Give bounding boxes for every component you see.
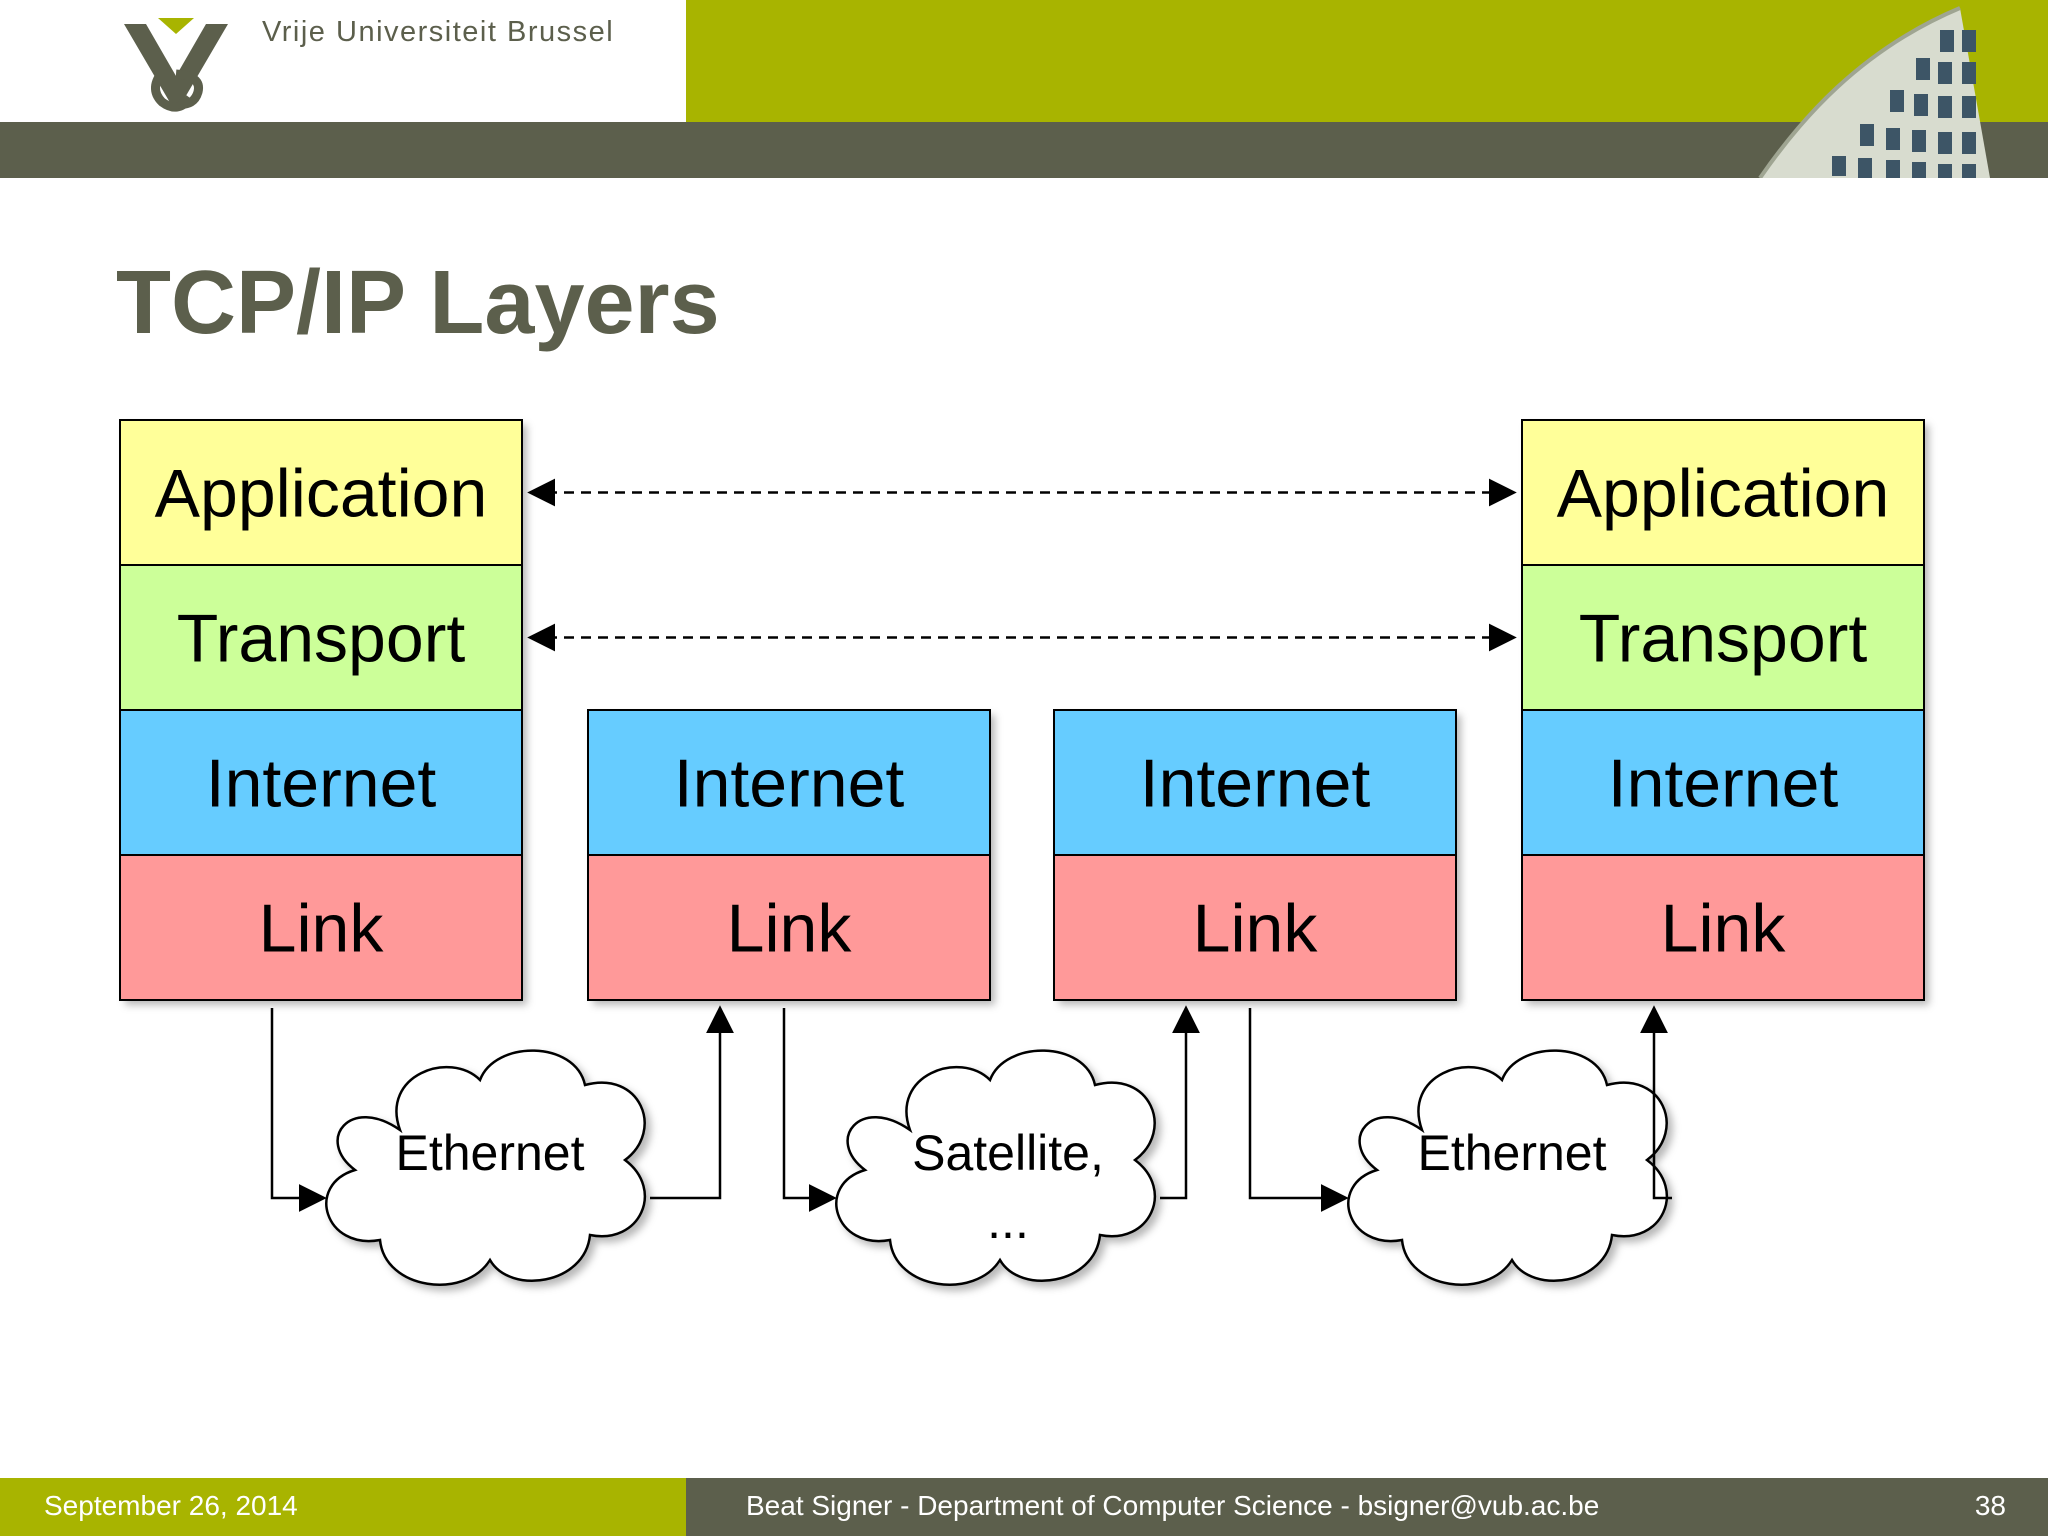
layer-label-link: Link: [259, 891, 385, 967]
layer-label-application: Application: [1557, 456, 1890, 532]
link-arrow-to-cloud: [270, 1008, 327, 1212]
layer-box-link: [1053, 854, 1457, 1001]
footer-dark-bar: [686, 1478, 2048, 1536]
link-arrow-from-cloud: [650, 1005, 734, 1200]
cloud-label: Ethernet: [395, 1125, 584, 1181]
layer-box-internet: [1521, 709, 1925, 856]
cloud-label: ...: [987, 1193, 1029, 1249]
link-arrow-to-cloud: [1248, 1008, 1349, 1212]
layer-label-transport: Transport: [177, 601, 466, 677]
university-name: Vrije Universiteit Brussel: [262, 16, 615, 48]
header-dark-band: [0, 122, 2048, 178]
layer-label-internet: Internet: [1140, 746, 1371, 822]
layer-box-link: [587, 854, 991, 1001]
layer-label-link: Link: [1193, 891, 1319, 967]
slide-title: TCP/IP Layers: [116, 253, 720, 353]
layer-label-link: Link: [1661, 891, 1787, 967]
cloud-shape: [325, 1049, 646, 1286]
network-cloud-1: Ethernet: [270, 1005, 734, 1286]
network-cloud-3: Ethernet: [1248, 1005, 1672, 1286]
network-cloud-2: Satellite,...: [782, 1005, 1200, 1286]
cloud-label: Satellite,: [912, 1125, 1104, 1181]
cloud-shape: [1347, 1049, 1668, 1286]
layer-box-link: [1521, 854, 1925, 1001]
cloud-shape: [835, 1049, 1156, 1286]
layer-box-internet: [1053, 709, 1457, 856]
footer-page-number: 38: [1974, 1490, 2006, 1521]
layer-label-transport: Transport: [1579, 601, 1868, 677]
link-arrow-to-cloud: [782, 1008, 837, 1212]
layer-label-internet: Internet: [674, 746, 905, 822]
layer-box-transport: [119, 564, 523, 711]
layer-box-application: [119, 419, 523, 566]
building-photo-icon: [1758, 6, 1990, 178]
footer-green-bar: [0, 1478, 686, 1536]
layer-box-link: [119, 854, 523, 1001]
cloud-label: Ethernet: [1417, 1125, 1606, 1181]
layer-box-internet: [587, 709, 991, 856]
footer-date: September 26, 2014: [44, 1490, 298, 1521]
footer-author: Beat Signer - Department of Computer Sci…: [746, 1490, 1600, 1521]
layer-label-link: Link: [727, 891, 853, 967]
header-logo-area: [0, 0, 686, 122]
layer-box-application: [1521, 419, 1925, 566]
layer-label-internet: Internet: [1608, 746, 1839, 822]
layer-label-application: Application: [155, 456, 488, 532]
link-arrow-from-cloud: [1160, 1005, 1200, 1200]
vub-logo-icon: [124, 18, 228, 112]
link-arrow-from-cloud: [1640, 1005, 1672, 1200]
layer-label-internet: Internet: [206, 746, 437, 822]
